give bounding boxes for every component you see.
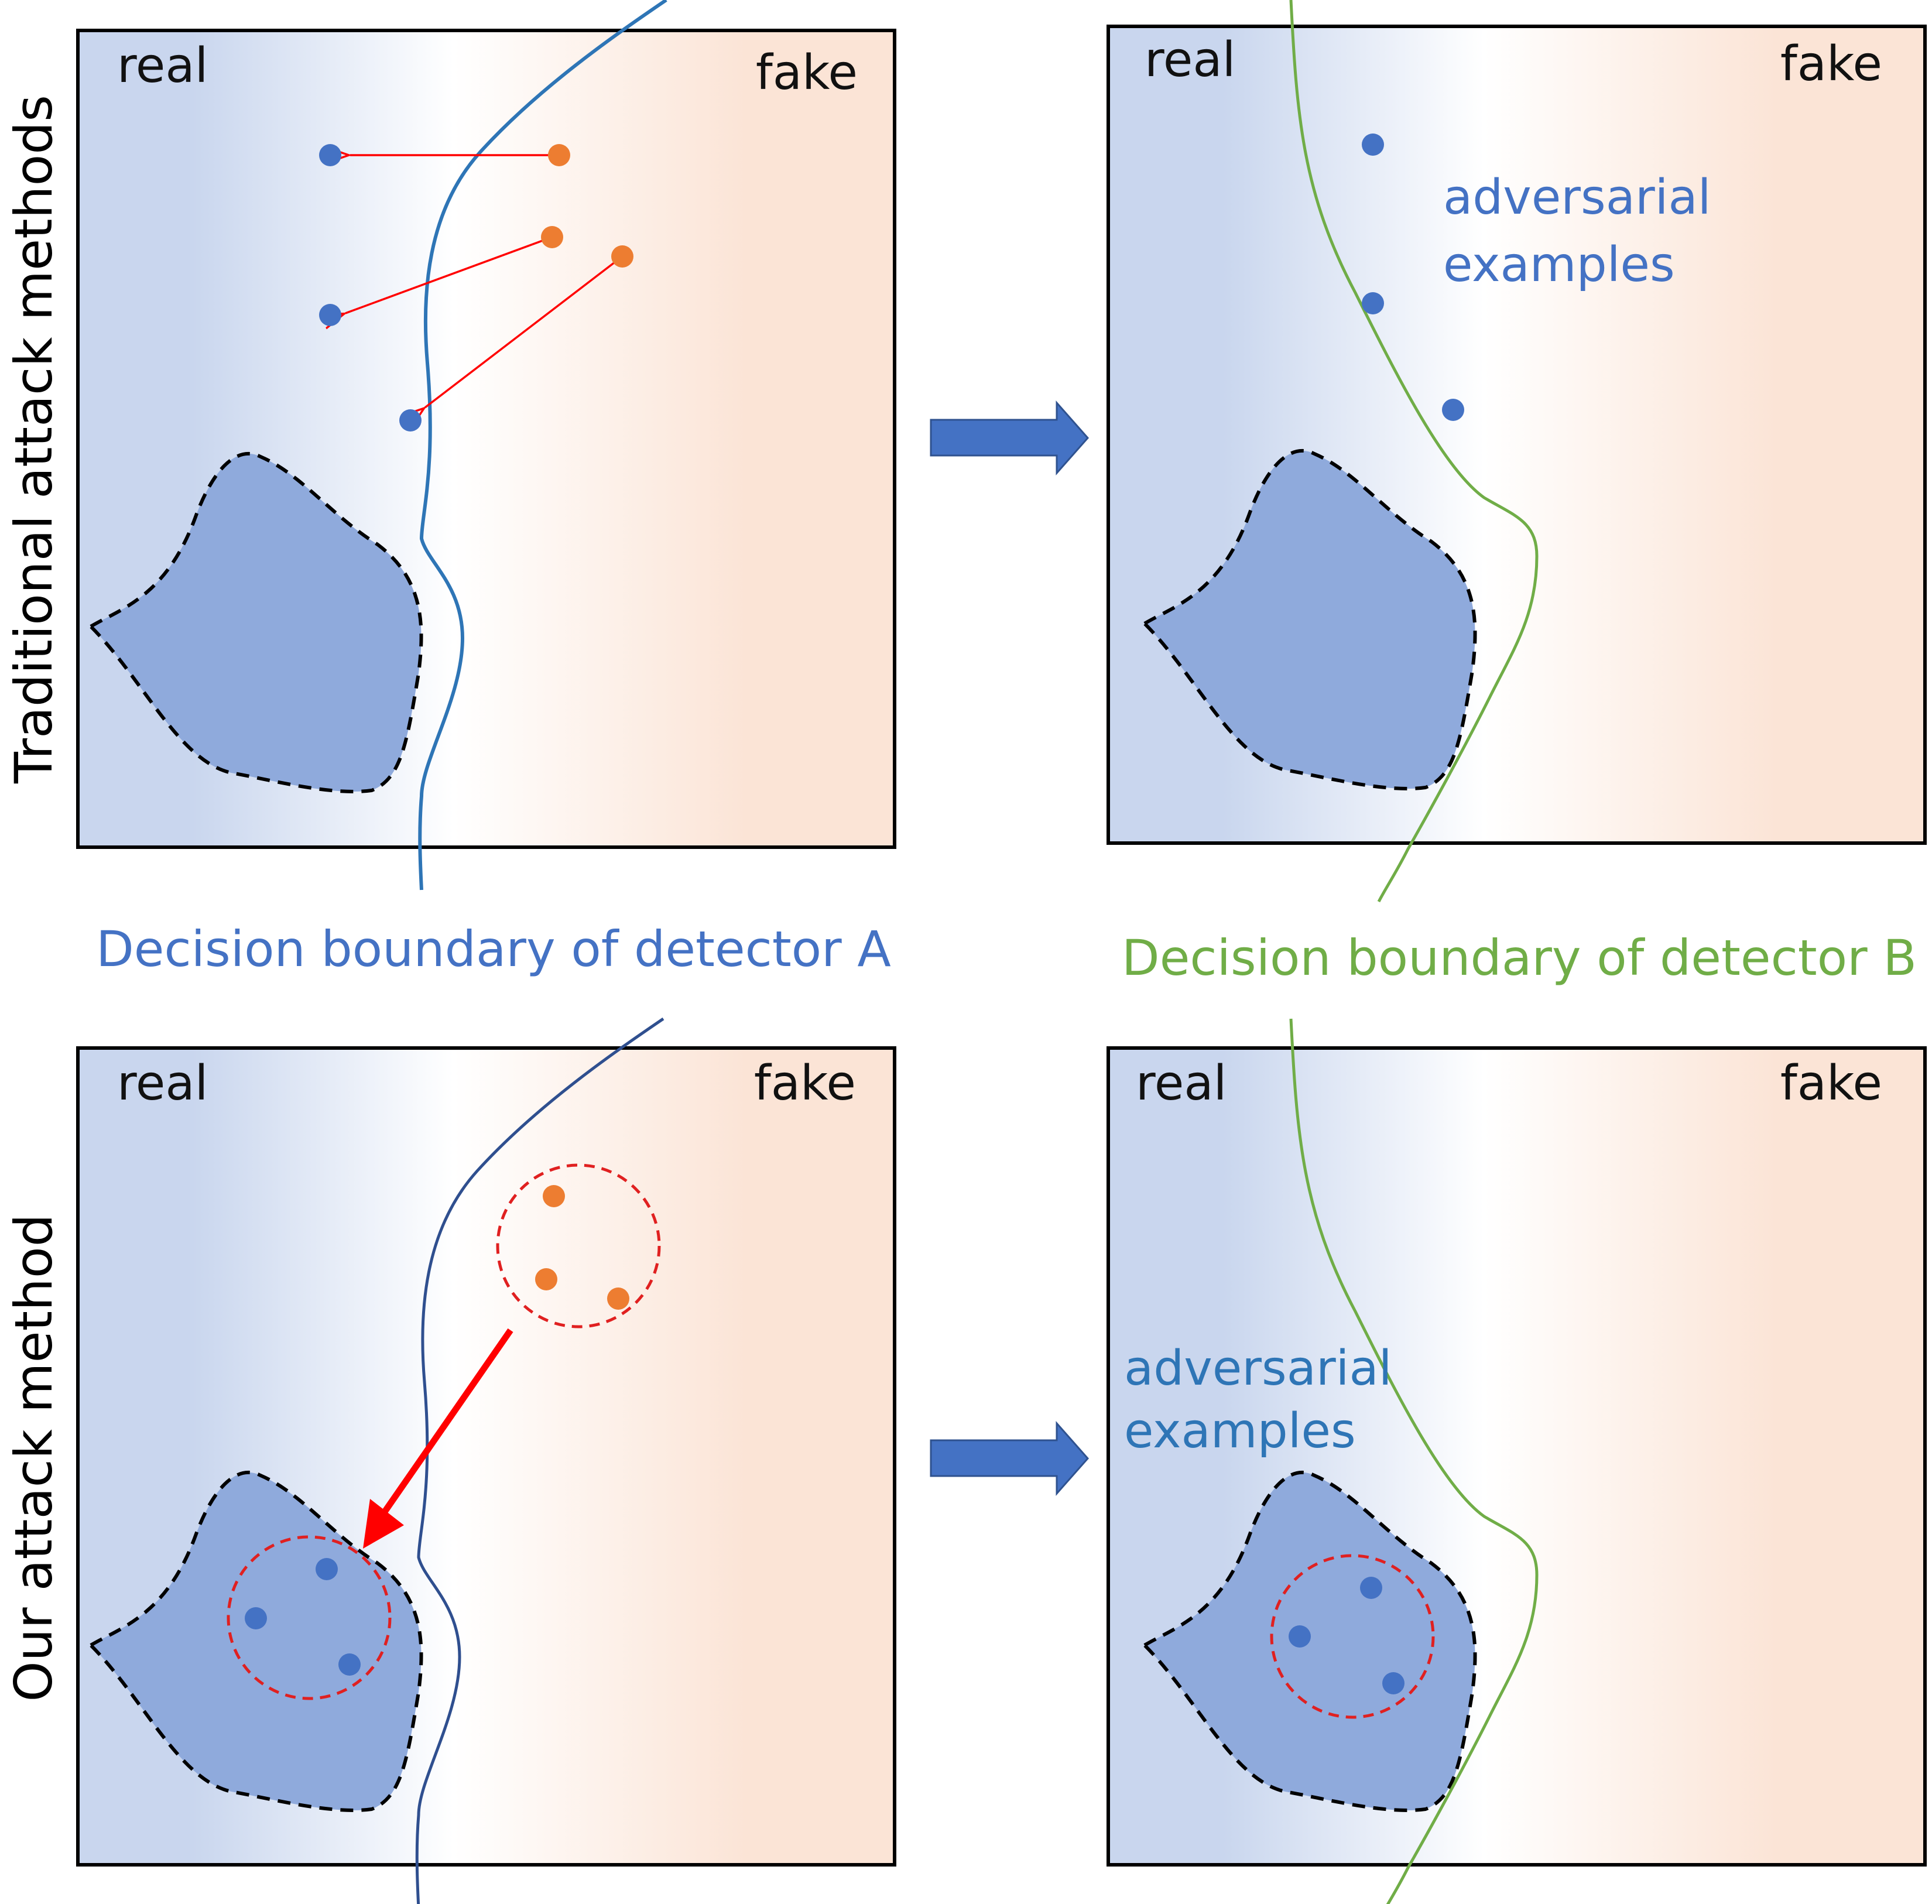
- adversarial-point: [319, 144, 341, 166]
- adversarial-point: [319, 304, 341, 326]
- real-label: real: [117, 38, 208, 94]
- fake-label: fake: [1780, 1056, 1882, 1111]
- caption-detector-a: Decision boundary of detector A: [96, 920, 891, 978]
- adversarial-point: [1382, 1672, 1405, 1694]
- caption-detector-b: Decision boundary of detector B: [1122, 929, 1917, 987]
- fake-sample-group: [496, 1163, 661, 1328]
- row-label-traditional: Traditional attack methods: [4, 95, 64, 784]
- panel-bottom-left: real fake: [76, 1019, 896, 1904]
- row-label-ours: Our attack method: [4, 1214, 64, 1701]
- adversarial-examples-label: adversarial: [1443, 170, 1711, 225]
- adversarial-point: [338, 1653, 361, 1676]
- attack-arrowhead: [363, 1499, 404, 1549]
- fake-point: [541, 226, 563, 248]
- adversarial-point: [1362, 133, 1384, 156]
- adversarial-point: [1442, 399, 1464, 421]
- adversarial-sample-group: [227, 1535, 392, 1700]
- attack-arrow-3: [425, 255, 624, 407]
- panel-top-right: adversarial examples real fake: [1107, 0, 1927, 902]
- adversarial-examples-label: adversarial: [1124, 1341, 1392, 1396]
- transfer-arrow-bottom: [930, 1421, 1090, 1496]
- adversarial-point: [1362, 292, 1384, 314]
- adversarial-point: [399, 409, 422, 432]
- real-label: real: [1145, 32, 1235, 88]
- transfer-arrow-top: [930, 400, 1090, 475]
- fake-label: fake: [1780, 36, 1882, 92]
- adversarial-point: [1289, 1625, 1311, 1648]
- fake-point: [548, 144, 570, 166]
- adversarial-point: [1360, 1577, 1382, 1599]
- fake-point: [611, 245, 633, 268]
- fake-point: [543, 1185, 565, 1207]
- adversarial-examples-label: examples: [1443, 237, 1675, 293]
- adversarial-examples-label: examples: [1124, 1403, 1356, 1459]
- real-label: real: [117, 1056, 208, 1111]
- real-label: real: [1136, 1056, 1227, 1111]
- adversarial-point: [316, 1558, 338, 1580]
- fake-point: [535, 1268, 557, 1290]
- adversarial-point: [245, 1607, 267, 1629]
- attack-arrow: [381, 1328, 513, 1516]
- panel-bottom-right: adversarial examples real fake: [1107, 1019, 1927, 1904]
- fake-label: fake: [754, 1056, 856, 1111]
- fake-point: [607, 1287, 629, 1310]
- panel-top-left: real fake: [76, 0, 896, 890]
- fake-label: fake: [756, 45, 858, 101]
- attack-arrow-2: [345, 236, 553, 313]
- adversarial-sample-group: [1270, 1554, 1435, 1719]
